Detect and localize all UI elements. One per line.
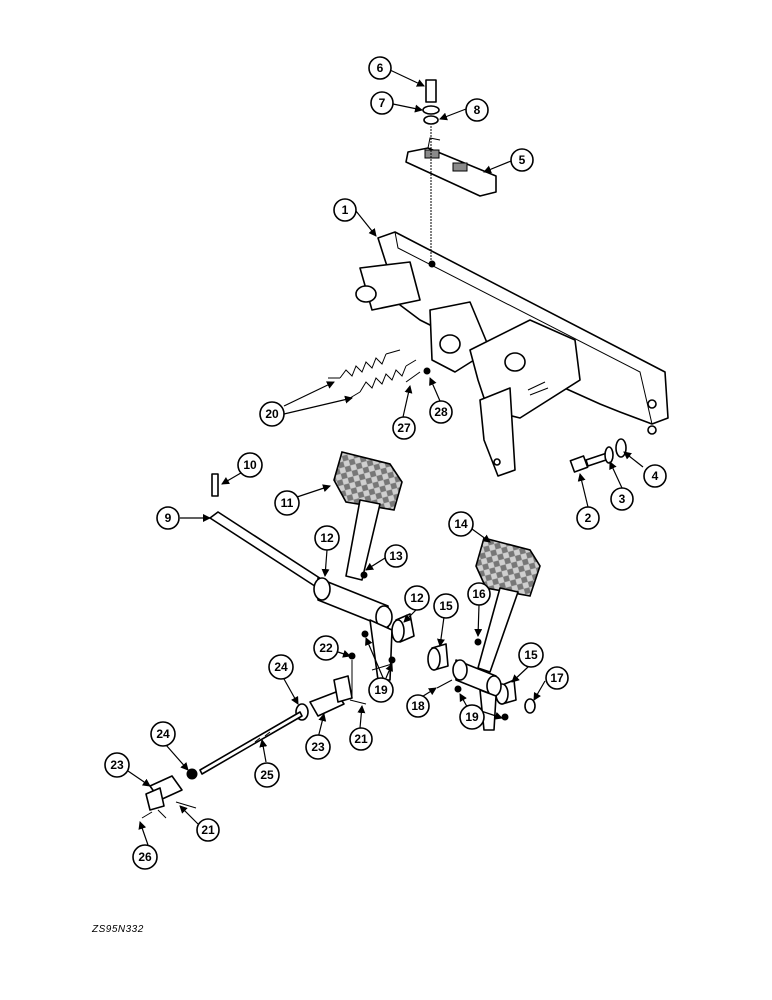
callout-15b: 15 [518,642,544,668]
callout-7: 7 [370,91,394,115]
callout-4: 4 [643,464,667,488]
svg-text:19: 19 [374,683,388,697]
callout-23b: 23 [104,752,130,778]
bolt-and-nut-27-28 [405,367,431,383]
callout-21b: 21 [196,818,220,842]
callout-12b: 12 [404,585,430,611]
return-springs [328,349,417,399]
svg-text:23: 23 [311,740,325,754]
svg-text:1: 1 [342,203,349,217]
svg-text:22: 22 [319,641,333,655]
svg-text:12: 12 [410,591,424,605]
callout-6: 6 [368,56,392,80]
support-bracket [355,231,669,477]
svg-text:8: 8 [474,103,481,117]
bolt-2-3-4 [569,438,627,473]
svg-text:20: 20 [265,407,279,421]
callout-5: 5 [510,148,534,172]
upper-clevis [295,652,367,721]
svg-text:3: 3 [619,492,626,506]
svg-text:7: 7 [379,96,386,110]
svg-text:11: 11 [281,496,294,510]
svg-text:24: 24 [274,660,288,674]
svg-text:24: 24 [156,727,170,741]
svg-text:15: 15 [439,599,453,613]
callout-17: 17 [545,666,569,690]
svg-text:13: 13 [389,549,403,563]
callout-28: 28 [429,400,453,424]
svg-text:21: 21 [201,823,215,837]
svg-text:16: 16 [472,587,486,601]
svg-text:28: 28 [434,405,448,419]
drawing-code: ZS95N332 [92,924,144,935]
callout-15a: 15 [433,593,459,619]
callout-1: 1 [333,198,357,222]
svg-text:9: 9 [165,511,172,525]
svg-text:5: 5 [519,153,526,167]
callout-13: 13 [384,544,408,568]
callout-22: 22 [313,635,339,661]
callout-14: 14 [448,511,474,537]
left-pedal [313,451,403,681]
callout-16: 16 [467,582,491,606]
callout-9: 9 [156,506,180,530]
svg-text:2: 2 [585,511,592,525]
screw-and-washers [422,79,440,262]
svg-text:14: 14 [454,517,468,531]
callout-3: 3 [610,487,634,511]
svg-text:21: 21 [354,732,368,746]
svg-text:6: 6 [377,61,384,75]
callout-20: 20 [259,401,285,427]
callout-10: 10 [237,452,263,478]
callout-25: 25 [254,762,280,788]
callout-26: 26 [132,844,158,870]
leader-lines [127,69,644,846]
roll-pin [211,473,219,497]
callout-27: 27 [392,416,416,440]
callout-11: 11 [274,490,300,516]
svg-text:12: 12 [320,531,334,545]
pedal-shaft [209,511,333,593]
callout-21a: 21 [349,727,373,751]
callout-24a: 24 [268,654,294,680]
clip-plate [405,137,497,197]
callout-2: 2 [576,506,600,530]
svg-text:15: 15 [524,648,538,662]
linkage-rod [199,711,303,775]
callout-24b: 24 [150,721,176,747]
svg-text:26: 26 [138,850,152,864]
svg-text:4: 4 [652,469,659,483]
callouts: 6 7 8 5 1 20 27 28 4 3 2 10 11 9 12 13 1… [104,56,667,870]
callout-18: 18 [406,694,430,718]
svg-text:10: 10 [243,458,257,472]
svg-text:27: 27 [397,421,411,435]
svg-text:19: 19 [465,710,479,724]
callout-12a: 12 [314,525,340,551]
callout-19a: 19 [368,677,394,703]
svg-text:18: 18 [411,699,425,713]
lower-clevis [141,768,198,819]
svg-text:23: 23 [110,758,124,772]
callout-8: 8 [465,98,489,122]
callout-23a: 23 [305,734,331,760]
retaining-ring [524,698,536,714]
svg-text:25: 25 [260,768,274,782]
callout-19b: 19 [459,704,485,730]
svg-text:17: 17 [550,671,564,685]
